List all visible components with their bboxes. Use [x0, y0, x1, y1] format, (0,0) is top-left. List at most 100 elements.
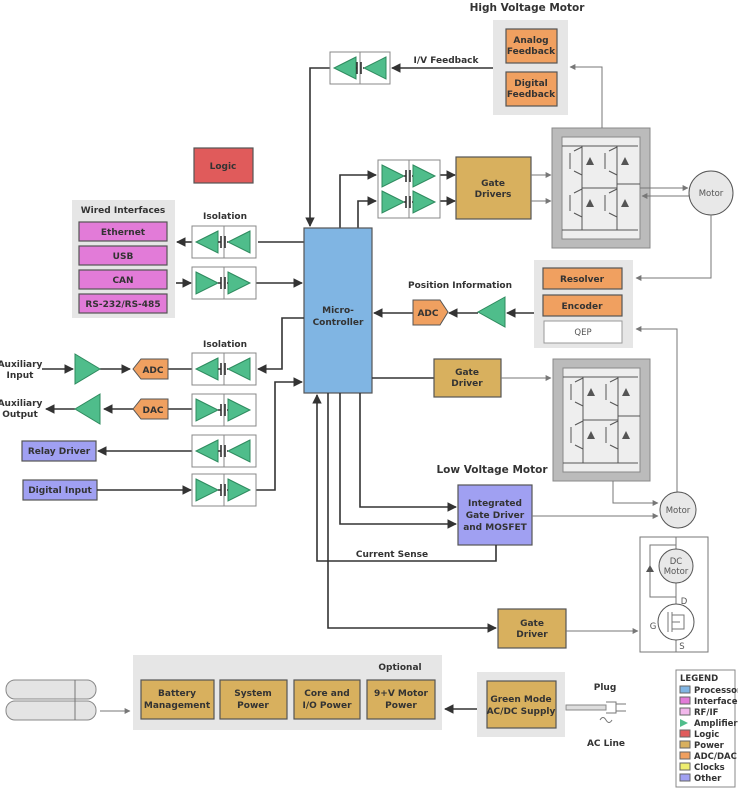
- drain-label: D: [681, 597, 688, 607]
- igbt-icon: [605, 377, 619, 407]
- aux-dac-label: DAC: [142, 406, 163, 416]
- lv-motor-label: Motor: [666, 506, 691, 516]
- legend-item-processor: Processor: [694, 686, 738, 696]
- diode-icon: [586, 157, 594, 165]
- diode-icon: [622, 431, 630, 439]
- gate-signal-isolator: [377, 159, 441, 219]
- supply-label: Green Mode: [490, 695, 551, 705]
- igbt-icon: [605, 420, 619, 450]
- system-power-label-2: Power: [237, 701, 269, 711]
- digital-feedback-label: Digital: [514, 79, 548, 89]
- lv-motor-title: Low Voltage Motor: [436, 464, 548, 476]
- encoder-label: Encoder: [561, 302, 603, 312]
- gate-driver-1-label: Gate: [455, 368, 479, 378]
- hv-motor-title: High Voltage Motor: [470, 2, 586, 14]
- isolation-capacitor-icon: [218, 404, 228, 416]
- svg-text:Micro-Controller: Micro-Controller: [313, 306, 364, 328]
- legend-title: LEGEND: [680, 674, 718, 684]
- lv-inverter-bridge: [552, 358, 651, 482]
- green-mode-supply-block: [486, 680, 557, 729]
- wired-interfaces-title: Wired Interfaces: [81, 206, 166, 216]
- isolator-tx: [191, 225, 257, 259]
- battery-management-label-2: Management: [144, 701, 211, 711]
- motor-power-label-2: Power: [385, 701, 417, 711]
- gate-driver-2-label-2: Driver: [516, 630, 548, 640]
- igbt-icon: [604, 146, 618, 176]
- integrated-label-2: Gate Driver: [466, 511, 525, 521]
- aux-input-label-2: Input: [7, 371, 35, 381]
- legend: LEGEND ProcessorInterfaceRF/IFAmplifierL…: [675, 669, 738, 788]
- lv-motor: [659, 491, 697, 529]
- dc-motor-label-2: Motor: [664, 567, 689, 577]
- aux-output-label: Auxiliary: [0, 399, 43, 409]
- logic-block: [193, 147, 254, 184]
- isolation-capacitor-icon: [218, 484, 228, 496]
- wired-interface-ethernet: Ethernet: [78, 221, 168, 242]
- logic-label: Logic: [210, 162, 237, 172]
- analog-feedback-block: [505, 28, 558, 64]
- amplifier-icon: [195, 478, 220, 502]
- legend-item-amplifier: Amplifier: [694, 719, 738, 729]
- dc-motor-label: DC: [670, 557, 683, 567]
- legend-swatch-amplifier: [680, 719, 688, 727]
- plug-label: Plug: [594, 683, 617, 693]
- iv-feedback-label: I/V Feedback: [413, 56, 479, 66]
- supply-label-2: AC/DC Supply: [487, 707, 556, 717]
- ac-line-label: AC Line: [587, 739, 625, 749]
- aux-dac-block: [132, 398, 169, 420]
- gate-drivers-label: Gate: [481, 179, 505, 189]
- legend-item-adcdac: ADC/DAC: [694, 752, 737, 762]
- legend-swatch-logic: [679, 729, 691, 738]
- wired-interface-can: CAN: [78, 269, 168, 290]
- hv-inverter-bridge: [551, 127, 651, 249]
- can-label: CAN: [112, 276, 133, 286]
- position-adc-block: [412, 299, 449, 326]
- core-io-power-label-2: I/O Power: [302, 701, 352, 711]
- isolation-capacitor-icon: [218, 445, 228, 457]
- isolation-label-2: Isolation: [203, 340, 247, 350]
- amplifier-icon: [381, 164, 406, 188]
- gate-driver-block-1: [433, 358, 502, 398]
- igbt-icon: [570, 420, 584, 450]
- system-power-label: System: [234, 689, 272, 699]
- gate-driver-1-label-2: Driver: [451, 379, 483, 389]
- aux-output-amplifier-icon: [74, 393, 101, 425]
- digital-feedback-label-2: Feedback: [507, 90, 556, 100]
- optional-label: Optional: [378, 663, 421, 673]
- motor-power-label: 9+V Motor: [374, 689, 429, 699]
- encoder-block: [542, 294, 623, 317]
- iv-feedback-isolator: [329, 51, 391, 85]
- igbt-icon: [569, 146, 583, 176]
- battery-management-label: Battery: [158, 689, 196, 699]
- current-sense-label: Current Sense: [356, 550, 428, 560]
- gate-driver-2-label: Gate: [520, 619, 544, 629]
- amplifier-icon: [226, 230, 251, 254]
- integrated-label-3: and MOSFET: [463, 523, 527, 533]
- isolation-capacitor-icon: [218, 236, 228, 248]
- battery-icon: [5, 679, 97, 721]
- legend-item-logic: Logic: [694, 730, 719, 740]
- legend-swatch-adcdac: [679, 751, 691, 760]
- aux-adc-block: [132, 358, 169, 380]
- isolation-capacitor-icon: [218, 277, 228, 289]
- amplifier-icon: [195, 398, 220, 422]
- wired-interface-rs232-rs485: RS-232/RS-485: [78, 293, 168, 314]
- gate-driver-block-2: [497, 608, 567, 649]
- digital-feedback-block: [505, 71, 558, 107]
- position-amplifier-icon: [476, 296, 506, 328]
- legend-swatch-interface: [679, 696, 691, 705]
- amplifier-icon: [226, 357, 251, 381]
- legend-swatch-clocks: [679, 762, 691, 771]
- relay-driver-block: [21, 440, 97, 462]
